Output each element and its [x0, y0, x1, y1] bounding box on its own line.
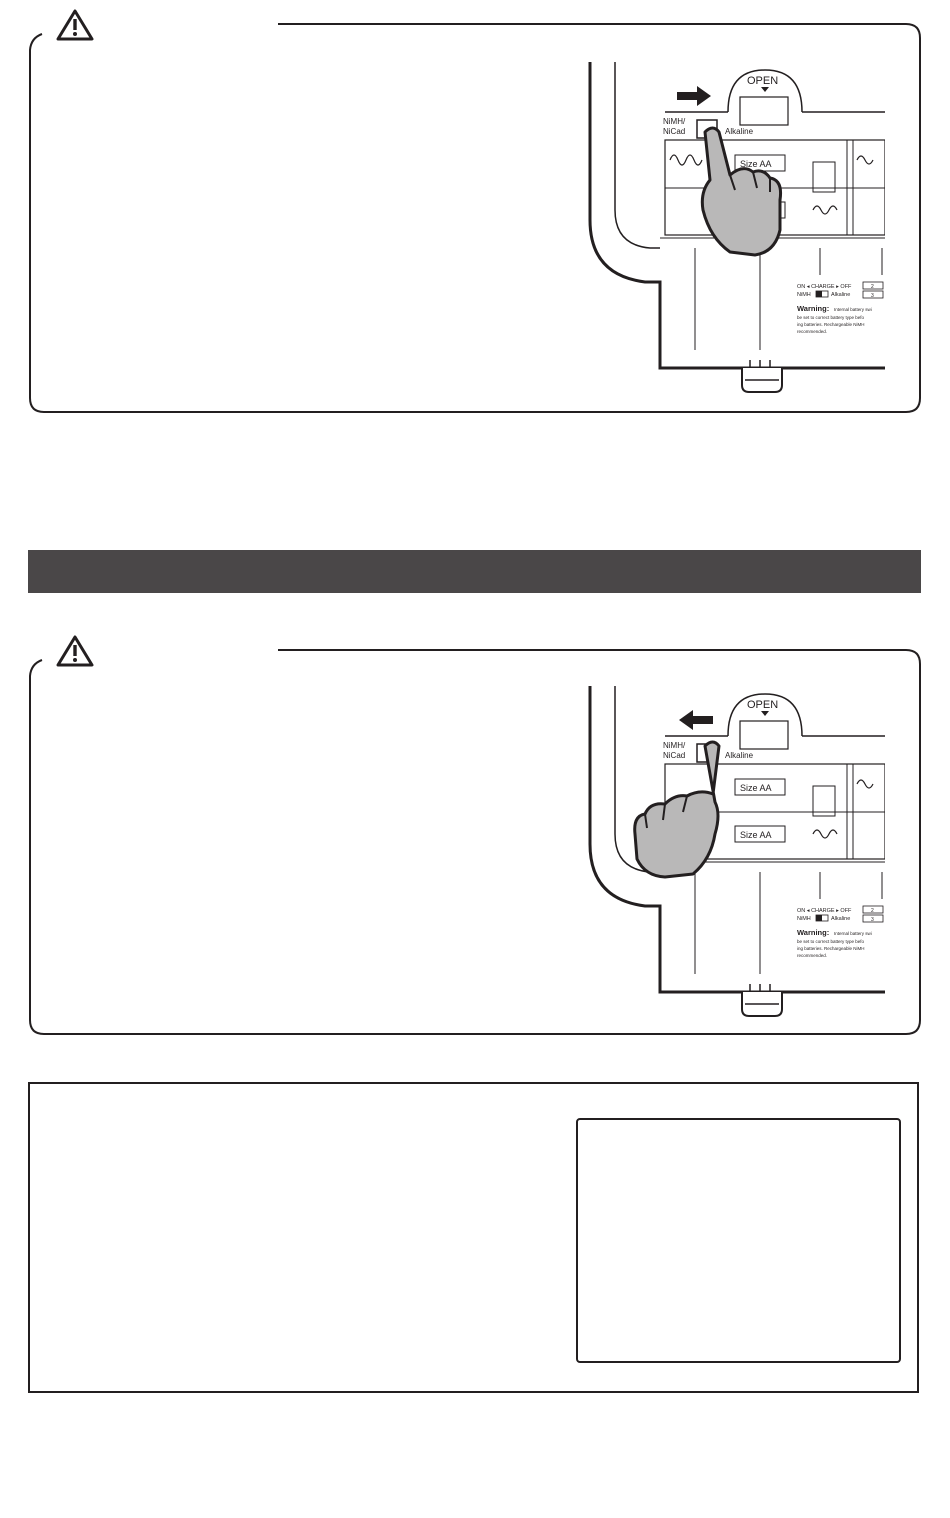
warning-line3: ing batteries. Rechargeable NiMH [797, 946, 865, 951]
note-box [28, 1082, 919, 1393]
alkaline-label: Alkaline [725, 751, 754, 760]
warning-line4: recommended. [797, 953, 827, 958]
battery-switch-illustration-bottom: OPEN NiMH/ NiCad Alkaline Size AA Size A… [585, 684, 886, 1024]
switch-legend-alkaline: Alkaline [831, 916, 850, 922]
size-aa-label-2: Size AA [740, 830, 772, 840]
alkaline-label: Alkaline [725, 127, 754, 136]
warning-title: Warning: [797, 304, 829, 313]
size-aa-label-1: Size AA [740, 783, 772, 793]
open-label: OPEN [747, 75, 778, 87]
legend-num-2: 3 [871, 293, 874, 299]
warning-title: Warning: [797, 928, 829, 937]
warning-line2: be set to correct battery type befo [797, 939, 865, 944]
nicad-label: NiCad [663, 751, 685, 760]
legend-num-1: 2 [871, 284, 874, 290]
nimh-label: NiMH/ [663, 117, 686, 126]
caution-panel-bottom [29, 649, 921, 1035]
nicad-label: NiCad [663, 127, 685, 136]
arrow-right-icon [677, 86, 711, 106]
nimh-label: NiMH/ [663, 741, 686, 750]
warning-line2: be set to correct battery type befo [797, 315, 865, 320]
switch-legend-alkaline: Alkaline [831, 292, 850, 298]
warning-line1: Internal battery swi [834, 307, 872, 312]
arrow-left-icon [679, 710, 713, 730]
switch-legend-nimh: NiMH [797, 292, 811, 298]
switch-legend-nimh: NiMH [797, 916, 811, 922]
pointing-hand-icon [633, 740, 721, 879]
battery-switch-illustration-top: OPEN NiMH/ NiCad Alkaline Size AA A ON ◂… [585, 60, 886, 400]
size-aa-label-1: Size AA [740, 159, 772, 169]
switch-legend-line1: ON ◂ CHARGE ▸ OFF [797, 908, 852, 914]
legend-num-1: 2 [871, 908, 874, 914]
legend-num-2: 3 [871, 917, 874, 923]
warning-line1: Internal battery swi [834, 931, 872, 936]
warning-line4: recommended. [797, 329, 827, 334]
section-header-bar [28, 550, 921, 593]
warning-triangle-icon [55, 8, 95, 42]
warning-triangle-icon [55, 634, 95, 668]
switch-legend-line1: ON ◂ CHARGE ▸ OFF [797, 284, 852, 290]
warning-line3: ing batteries. Rechargeable NiMH [797, 322, 865, 327]
open-label: OPEN [747, 699, 778, 711]
pointing-hand-icon [700, 126, 782, 257]
caution-panel-top [29, 23, 921, 413]
inner-note-box [576, 1118, 901, 1363]
